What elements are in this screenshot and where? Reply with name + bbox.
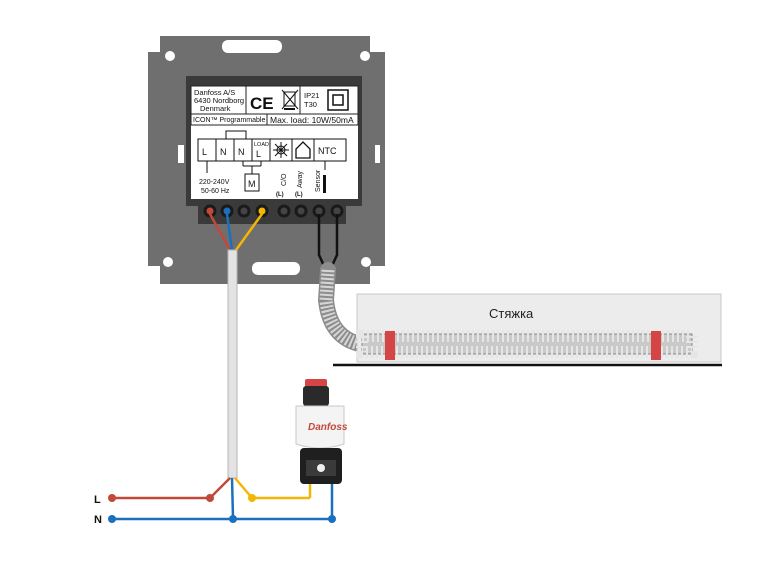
temp-rating: T30	[304, 100, 317, 109]
terminal-l: L	[202, 147, 207, 157]
n-line-label: N	[94, 514, 102, 526]
screed-panel: Стяжка	[333, 293, 722, 367]
voltage-label: 220-240V	[199, 179, 230, 186]
screed-label: Стяжка	[489, 306, 534, 321]
frequency-label: 50-60 Hz	[201, 188, 230, 195]
l-line-label: L	[94, 494, 101, 506]
manufacturer-line3: Denmark	[200, 104, 231, 113]
away-l-label: (L)	[295, 192, 303, 198]
manufacturer-line1: Danfoss A/S	[194, 88, 235, 97]
terminal-ntc: NTC	[318, 146, 337, 156]
max-load: Max. load: 10W/50mA	[270, 115, 354, 125]
terminal-n2: N	[238, 147, 245, 157]
thermal-actuator: Danfoss	[295, 379, 348, 484]
terminal-n1: N	[220, 147, 227, 157]
sun-snowflake-icon	[273, 142, 289, 158]
power-lines: L N	[94, 484, 336, 526]
house-icon	[295, 141, 311, 159]
thermostat-module: Danfoss A/S 6430 Nordborg Denmark CE IP2…	[186, 76, 362, 224]
co-l-label: (L)	[276, 192, 284, 198]
manufacturer-line2: 6430 Nordborg	[194, 96, 244, 105]
ce-mark: CE	[250, 94, 274, 113]
main-cable	[208, 213, 264, 519]
model-name: ICON™ Programmable	[193, 117, 265, 124]
terminal-load-l: L	[256, 149, 261, 159]
motor-label: M	[248, 179, 256, 189]
screw-terminals	[203, 204, 344, 218]
danfoss-logo-icon: Danfoss	[308, 422, 348, 433]
svg-text:Danfoss: Danfoss	[308, 422, 348, 433]
co-label: C/O	[281, 173, 288, 186]
ip-rating: IP21	[304, 91, 319, 100]
crossed-bin-icon	[281, 89, 299, 110]
away-label: Away	[297, 171, 304, 188]
double-square-icon	[327, 89, 349, 111]
load-label: LOAD	[254, 142, 269, 148]
sensor-label: Sensor	[315, 169, 322, 192]
